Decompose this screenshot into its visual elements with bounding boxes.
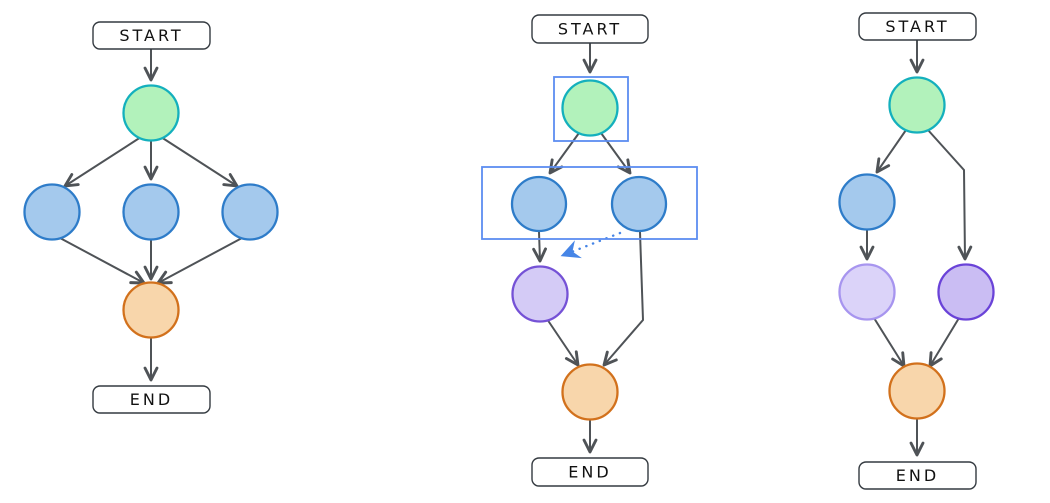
entry-node[interactable]	[888, 76, 946, 134]
start-node[interactable]	[92, 21, 211, 50]
start-label: START	[885, 17, 949, 36]
end-label: END	[130, 390, 173, 409]
edge-task1-to-subtask	[532, 231, 547, 263]
edge-subtask1-to-join	[873, 317, 906, 368]
edge-entry-to-subtask2	[927, 129, 973, 261]
start-node[interactable]	[531, 14, 649, 44]
task-node-2[interactable]	[122, 183, 180, 241]
join-node[interactable]	[122, 281, 180, 339]
diagram-right: START END	[838, 12, 995, 490]
task-node-1[interactable]	[23, 183, 81, 241]
edge-subtask2-to-join	[928, 317, 960, 368]
end-node[interactable]	[531, 457, 649, 487]
edge-subtask-to-join	[546, 318, 580, 367]
task-node-2[interactable]	[610, 175, 668, 233]
subtask-node-2[interactable]	[937, 263, 995, 321]
subtask-node-1[interactable]	[838, 263, 896, 321]
start-node[interactable]	[858, 12, 977, 41]
edge-task1-to-join	[59, 237, 146, 285]
task-node-1[interactable]	[510, 175, 568, 233]
edge-entry-to-task	[875, 129, 907, 174]
edge-task3-to-join	[156, 237, 243, 285]
selection-box-entry	[553, 76, 629, 142]
end-label: END	[896, 466, 939, 485]
edge-entry-to-task3	[160, 136, 239, 188]
task-node[interactable]	[838, 173, 896, 231]
start-label: START	[558, 20, 622, 39]
end-label: END	[568, 463, 611, 482]
diagram-middle: START END	[481, 14, 698, 487]
join-node[interactable]	[561, 363, 619, 421]
join-node[interactable]	[888, 362, 946, 420]
task-node-3[interactable]	[221, 183, 279, 241]
edge-task2-to-join	[602, 231, 644, 367]
end-node[interactable]	[858, 461, 977, 490]
entry-node[interactable]	[122, 84, 180, 142]
entry-node[interactable]	[561, 79, 619, 137]
start-label: START	[119, 26, 183, 45]
end-node[interactable]	[92, 385, 211, 414]
subtask-node[interactable]	[511, 265, 569, 323]
selection-box-task-group	[481, 166, 698, 240]
edge-entry-to-task1	[63, 136, 142, 188]
dotted-dependency-arrow	[559, 231, 622, 259]
diagram-left: START END	[23, 21, 279, 414]
